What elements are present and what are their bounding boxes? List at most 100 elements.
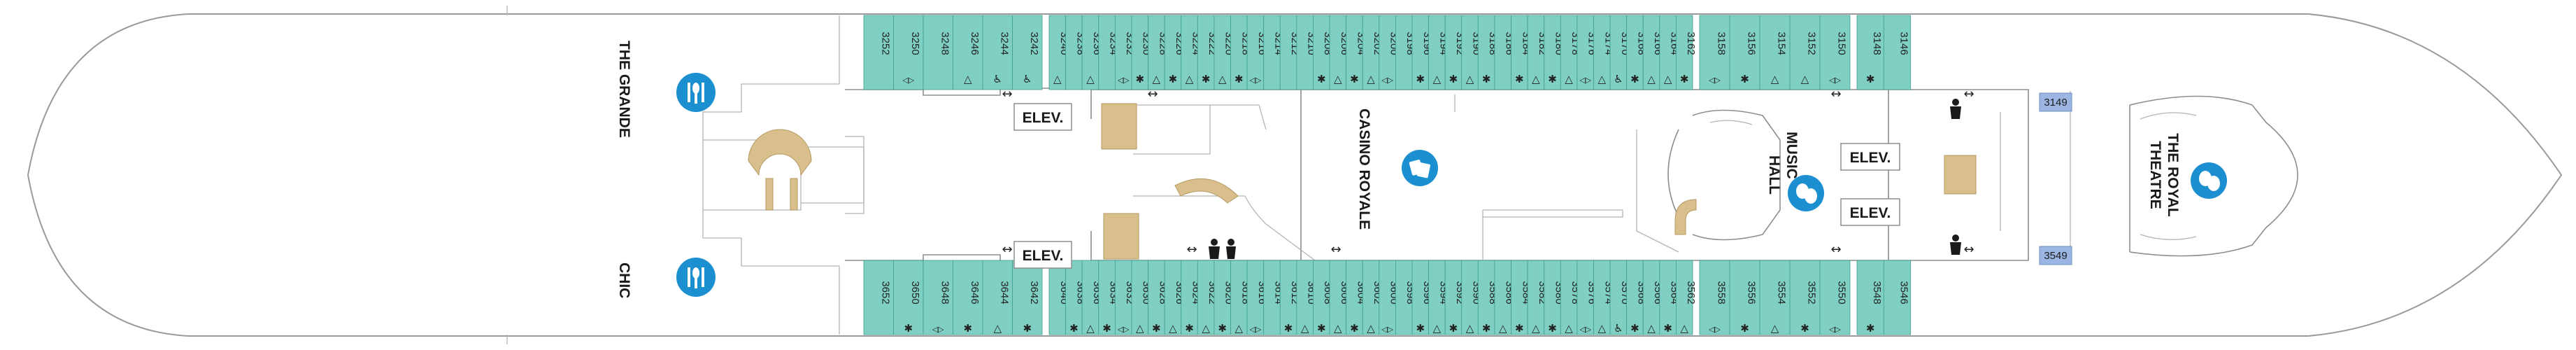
- cabin-symbol-sofa_bed: ✱: [1202, 73, 1211, 85]
- cabin-3226[interactable]: 3226✱: [1164, 15, 1186, 90]
- elevator-forward-top: ELEV.: [1840, 143, 1900, 171]
- cabin-number: 3546: [1898, 281, 1910, 304]
- cabin-3196[interactable]: 3196✱: [1411, 15, 1433, 90]
- room-3149[interactable]: 3149: [2039, 92, 2072, 112]
- svg-text:↔: ↔: [1830, 87, 1841, 102]
- cabin-number: 3652: [879, 281, 891, 304]
- cabin-3158[interactable]: 3158◁▷: [1699, 15, 1730, 90]
- cabin-3644[interactable]: 3644△: [982, 260, 1013, 335]
- cabin-number: 3642: [1028, 281, 1040, 304]
- cabin-3230[interactable]: 3230✱: [1131, 15, 1153, 90]
- cabin-3558[interactable]: 3558◁▷: [1699, 260, 1730, 335]
- cabin-3248[interactable]: 3248: [923, 15, 953, 90]
- cabin-3628[interactable]: 3628✱: [1148, 260, 1169, 335]
- cabin-3146[interactable]: 3146: [1883, 15, 1912, 90]
- stairs-central-curve: [1174, 178, 1239, 204]
- cabin-3218[interactable]: 3218✱: [1230, 15, 1251, 90]
- elevator-forward-bottom: ELEV.: [1840, 198, 1900, 226]
- cabin-symbol-connecting: ◁▷: [1381, 76, 1393, 85]
- cabin-3150[interactable]: 3150◁▷: [1819, 15, 1851, 90]
- stairs-forward: [1944, 155, 1977, 195]
- cabin-3652[interactable]: 3652: [863, 260, 894, 335]
- passage-arrows: ↔ ↔ ↔ ↔ ↔ ↔ ↔ ↔ ↔: [1002, 87, 1974, 257]
- cabin-3622[interactable]: 3622△: [1197, 260, 1218, 335]
- cabin-symbol-triangle: △: [1334, 73, 1342, 85]
- cabin-symbol-triangle: △: [964, 73, 972, 85]
- cabin-symbol-connecting: ◁▷: [932, 325, 944, 334]
- restroom-icon: [1209, 239, 1220, 259]
- room-3549[interactable]: 3549: [2039, 246, 2072, 265]
- cabin-symbol-triangle: △: [1218, 73, 1227, 85]
- cabin-3562[interactable]: 3562△: [1676, 260, 1697, 335]
- cabin-symbol-triangle: △: [1334, 322, 1342, 335]
- cabin-symbol-sofa_bed: ✱: [1284, 322, 1293, 335]
- cabin-3550[interactable]: 3550 ◁▷: [1819, 260, 1851, 335]
- cabin-symbol-triangle: △: [1771, 73, 1779, 85]
- cabin-3250[interactable]: 3250◁▷: [893, 15, 924, 90]
- cabin-symbol-connecting: ◁▷: [1249, 325, 1261, 334]
- cabin-3552[interactable]: 3552 ✱: [1789, 260, 1821, 335]
- cabin-3166[interactable]: 3166△: [1642, 15, 1664, 90]
- cabin-number: 3562: [1685, 281, 1697, 304]
- cabin-symbol-sofa_bed: ✱: [1152, 322, 1161, 335]
- cabin-symbol-sofa_bed: ✱: [1416, 73, 1425, 85]
- cabin-3162[interactable]: 3162✱: [1676, 15, 1697, 90]
- cabin-symbol-sofa_bed: ✱: [1548, 322, 1557, 335]
- cabin-number: 3152: [1806, 31, 1818, 55]
- cabin-number: 3156: [1746, 31, 1758, 55]
- cabin-symbol-sofa_bed: ✱: [1630, 322, 1639, 335]
- cabin-symbol-triangle: △: [1499, 322, 1507, 335]
- cabin-3646[interactable]: 3646✱: [953, 260, 983, 335]
- cabin-symbol-triangle: △: [1367, 73, 1375, 85]
- cabin-3210[interactable]: 3210: [1296, 15, 1318, 90]
- cabin-symbol-sofa_bed: ✱: [1800, 322, 1809, 335]
- venue-music-hall-line1: MUSIC: [1784, 132, 1800, 179]
- cabin-symbol-sofa_bed: ✱: [1350, 322, 1359, 335]
- cabin-3244[interactable]: 3244♿: [982, 15, 1013, 90]
- theatre-icon: [2191, 162, 2227, 199]
- restroom-icon: [1950, 99, 1961, 119]
- venue-casino-royale: CASINO ROYALE: [1356, 108, 1372, 230]
- cabin-3174[interactable]: 3174△: [1593, 15, 1614, 90]
- cabin-symbol-sofa_bed: ✱: [1515, 73, 1524, 85]
- cabin-3548[interactable]: 3548✱: [1856, 260, 1884, 335]
- cabin-3642[interactable]: 3642✱: [1012, 260, 1043, 335]
- cabin-3152[interactable]: 3152 △: [1789, 15, 1821, 90]
- cabin-symbol-connecting: ◁▷: [1709, 325, 1721, 334]
- cabin-3242[interactable]: 3242♿: [1012, 15, 1043, 90]
- cabin-symbol-triangle: △: [1801, 73, 1809, 85]
- elev-label: ELEV.: [1850, 150, 1891, 166]
- cabin-number: 3552: [1806, 281, 1818, 304]
- cabin-3546[interactable]: 3546: [1883, 260, 1912, 335]
- cabin-number: 3550: [1836, 281, 1848, 304]
- cabin-number: 3548: [1871, 281, 1883, 304]
- cabin-3154[interactable]: 3154△: [1759, 15, 1791, 90]
- cabin-symbol-connecting: ◁▷: [1118, 76, 1130, 85]
- venue-royal-theatre-line2: THEATRE: [2147, 141, 2163, 209]
- cabin-3182[interactable]: 3182△: [1527, 15, 1549, 90]
- svg-text:↔: ↔: [1002, 87, 1012, 102]
- cabin-symbol-triangle: △: [1136, 322, 1144, 335]
- casino-icon: [1402, 150, 1438, 186]
- elevator-aft-bottom: ELEV.: [1013, 241, 1072, 269]
- cabin-3220[interactable]: 3220△: [1214, 15, 1235, 90]
- cabin-symbol-triangle: △: [1086, 322, 1095, 335]
- cabin-number: 3162: [1685, 31, 1697, 55]
- cabin-3556[interactable]: 3556✱: [1729, 260, 1760, 335]
- cabin-symbol-accessible: ♿: [993, 73, 1002, 85]
- cabin-3554[interactable]: 3554△: [1759, 260, 1791, 335]
- cabin-3246[interactable]: 3246△: [953, 15, 983, 90]
- royal-theatre-walls: [2070, 91, 2298, 259]
- dining-icon: [676, 73, 716, 112]
- restroom-icon: [1950, 234, 1961, 255]
- cabin-3156[interactable]: 3156✱: [1729, 15, 1760, 90]
- svg-text:↔: ↔: [1147, 87, 1158, 102]
- cabin-3148[interactable]: 3148✱: [1856, 15, 1884, 90]
- cabin-3650[interactable]: 3650✱: [893, 260, 924, 335]
- dining-icon: [676, 258, 716, 297]
- cabin-symbol-accessible: ♿: [1023, 73, 1032, 85]
- cabin-symbol-triangle: △: [1532, 322, 1540, 335]
- cabin-3648[interactable]: 3648◁▷: [923, 260, 953, 335]
- cabin-3252[interactable]: 3252: [863, 15, 894, 90]
- cabin-symbol-connecting: ◁▷: [1829, 325, 1841, 334]
